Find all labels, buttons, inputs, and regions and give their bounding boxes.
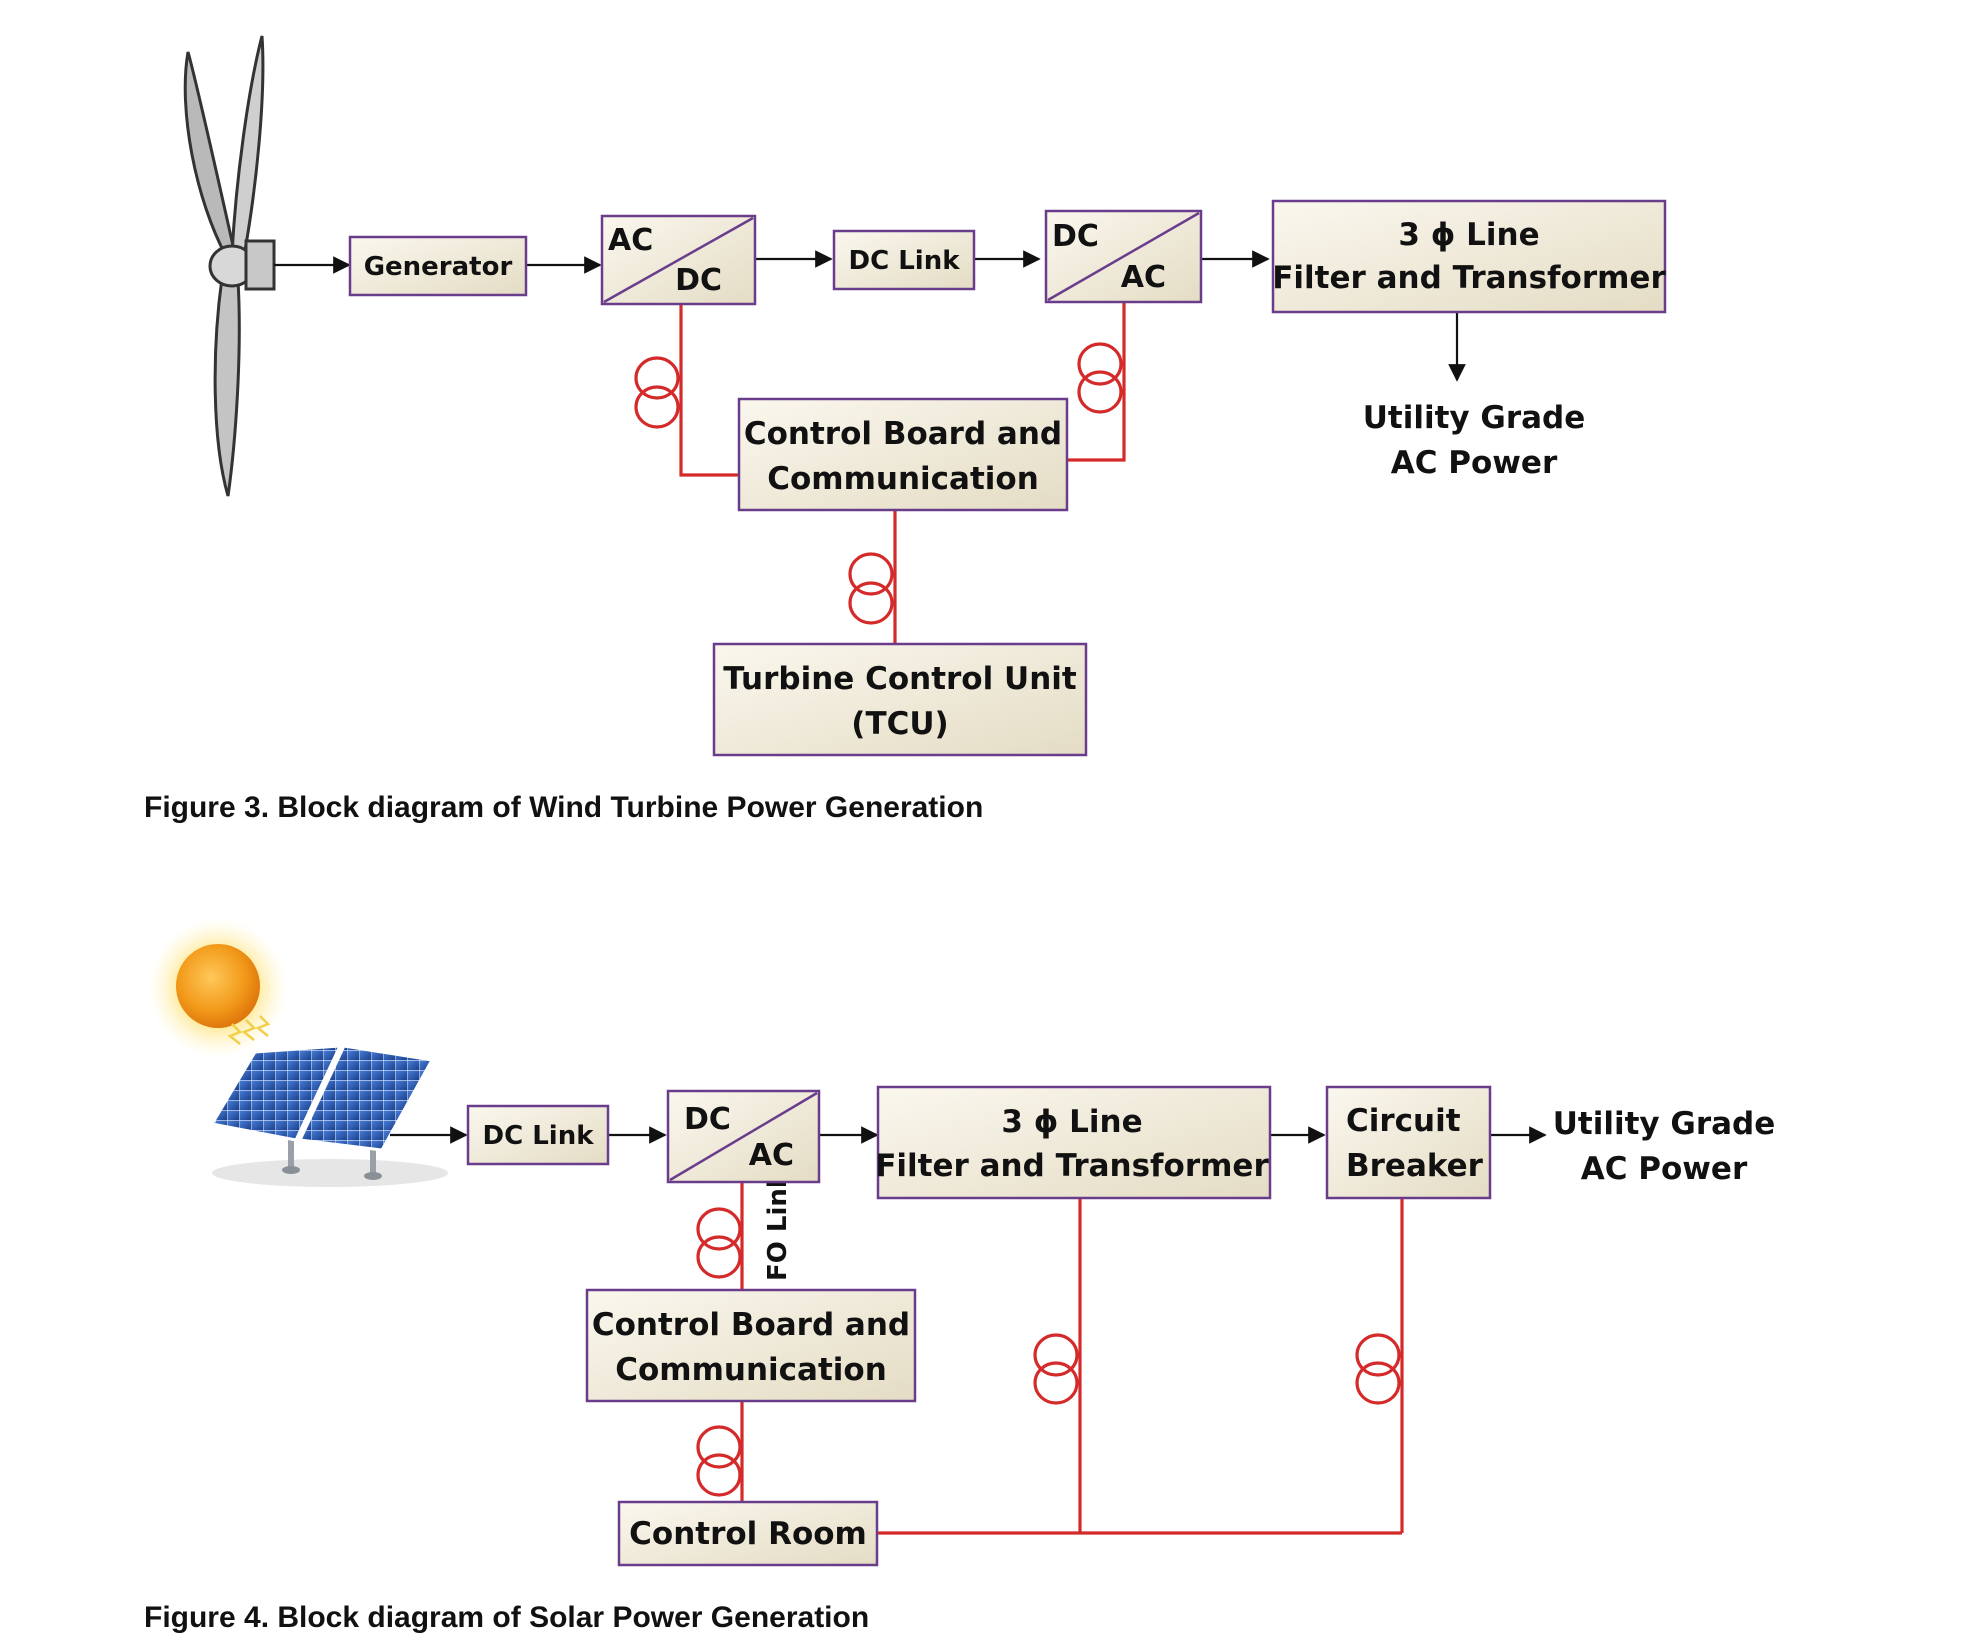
dc-link-label: DC Link — [483, 1121, 595, 1151]
filter-label-line1: 3 ϕ Line — [1398, 217, 1539, 253]
control-room-label: Control Room — [629, 1516, 867, 1552]
converter-top-label: AC — [608, 223, 653, 258]
converter-bottom-label: AC — [749, 1138, 794, 1173]
control-board-block: Control Board and Communication — [585, 1288, 917, 1403]
fiber-coil-icon — [634, 356, 680, 429]
converter-top-label: DC — [1052, 219, 1099, 254]
dc-ac-converter-block: DC AC — [666, 1089, 821, 1184]
filter-transformer-block: 3 ϕ Line Filter and Transformer — [875, 1085, 1272, 1200]
fiber-coil-icon — [1033, 1333, 1079, 1405]
fig3-fiber-links — [634, 299, 1126, 643]
solar-panel-icon — [209, 1044, 448, 1187]
tcu-label-line2: (TCU) — [851, 706, 948, 742]
figure4-solar: FO Link DC Link DC AC 3 ϕ Line Filter an… — [144, 918, 1775, 1634]
control-board-label-line2: Communication — [767, 461, 1039, 497]
output-label: Utility Grade AC Power — [1553, 1106, 1776, 1187]
fiber-coil-icon — [848, 552, 894, 625]
fiber-coil-icon — [696, 1425, 742, 1497]
filter-label-line2: Filter and Transformer — [1272, 260, 1666, 296]
figure3-wind: Generator AC DC DC Link DC AC 3 ϕ Line F… — [144, 35, 1666, 824]
dc-link-label: DC Link — [849, 246, 961, 276]
output-label-line2: AC Power — [1581, 1151, 1748, 1187]
fiber-coil-icon — [1077, 342, 1123, 414]
dc-ac-converter-block: DC AC — [1044, 209, 1203, 304]
generator-label: Generator — [364, 252, 513, 282]
dc-link-block: DC Link — [832, 229, 976, 291]
output-label-line2: AC Power — [1391, 445, 1558, 481]
output-label-line1: Utility Grade — [1363, 400, 1586, 436]
ac-dc-converter-block: AC DC — [600, 214, 757, 306]
breaker-label-line2: Breaker — [1346, 1148, 1484, 1184]
output-label: Utility Grade AC Power — [1363, 400, 1586, 481]
control-board-block: Control Board and Communication — [737, 397, 1069, 512]
breaker-label-line1: Circuit — [1346, 1103, 1461, 1139]
control-board-label-line1: Control Board and — [744, 416, 1062, 452]
generator-block: Generator — [348, 235, 528, 297]
filter-label-line1: 3 ϕ Line — [1001, 1104, 1142, 1140]
converter-top-label: DC — [684, 1102, 731, 1137]
fig4-fiber-links: FO Link — [696, 1170, 1404, 1535]
dc-link-block: DC Link — [466, 1104, 610, 1166]
tcu-label-line1: Turbine Control Unit — [723, 661, 1077, 697]
filter-transformer-block: 3 ϕ Line Filter and Transformer — [1271, 199, 1666, 314]
wind-turbine-icon — [183, 35, 276, 497]
fiber-coil-icon — [696, 1207, 742, 1279]
fiber-coil-icon — [1355, 1333, 1401, 1405]
converter-bottom-label: DC — [675, 263, 722, 298]
sun-icon — [148, 918, 288, 1058]
control-room-block: Control Room — [617, 1500, 879, 1567]
figure3-caption: Figure 3. Block diagram of Wind Turbine … — [144, 791, 983, 824]
turbine-control-unit-block: Turbine Control Unit (TCU) — [712, 642, 1088, 757]
filter-label-line2: Filter and Transformer — [875, 1148, 1269, 1184]
converter-bottom-label: AC — [1121, 260, 1166, 295]
output-label-line1: Utility Grade — [1553, 1106, 1776, 1142]
circuit-breaker-block: Circuit Breaker — [1325, 1085, 1492, 1200]
fig3-signal-arrows — [274, 250, 1466, 382]
control-board-label-line2: Communication — [615, 1352, 887, 1388]
figure4-caption: Figure 4. Block diagram of Solar Power G… — [144, 1601, 869, 1634]
control-board-label-line1: Control Board and — [592, 1307, 910, 1343]
fo-link-label: FO Link — [763, 1170, 793, 1281]
